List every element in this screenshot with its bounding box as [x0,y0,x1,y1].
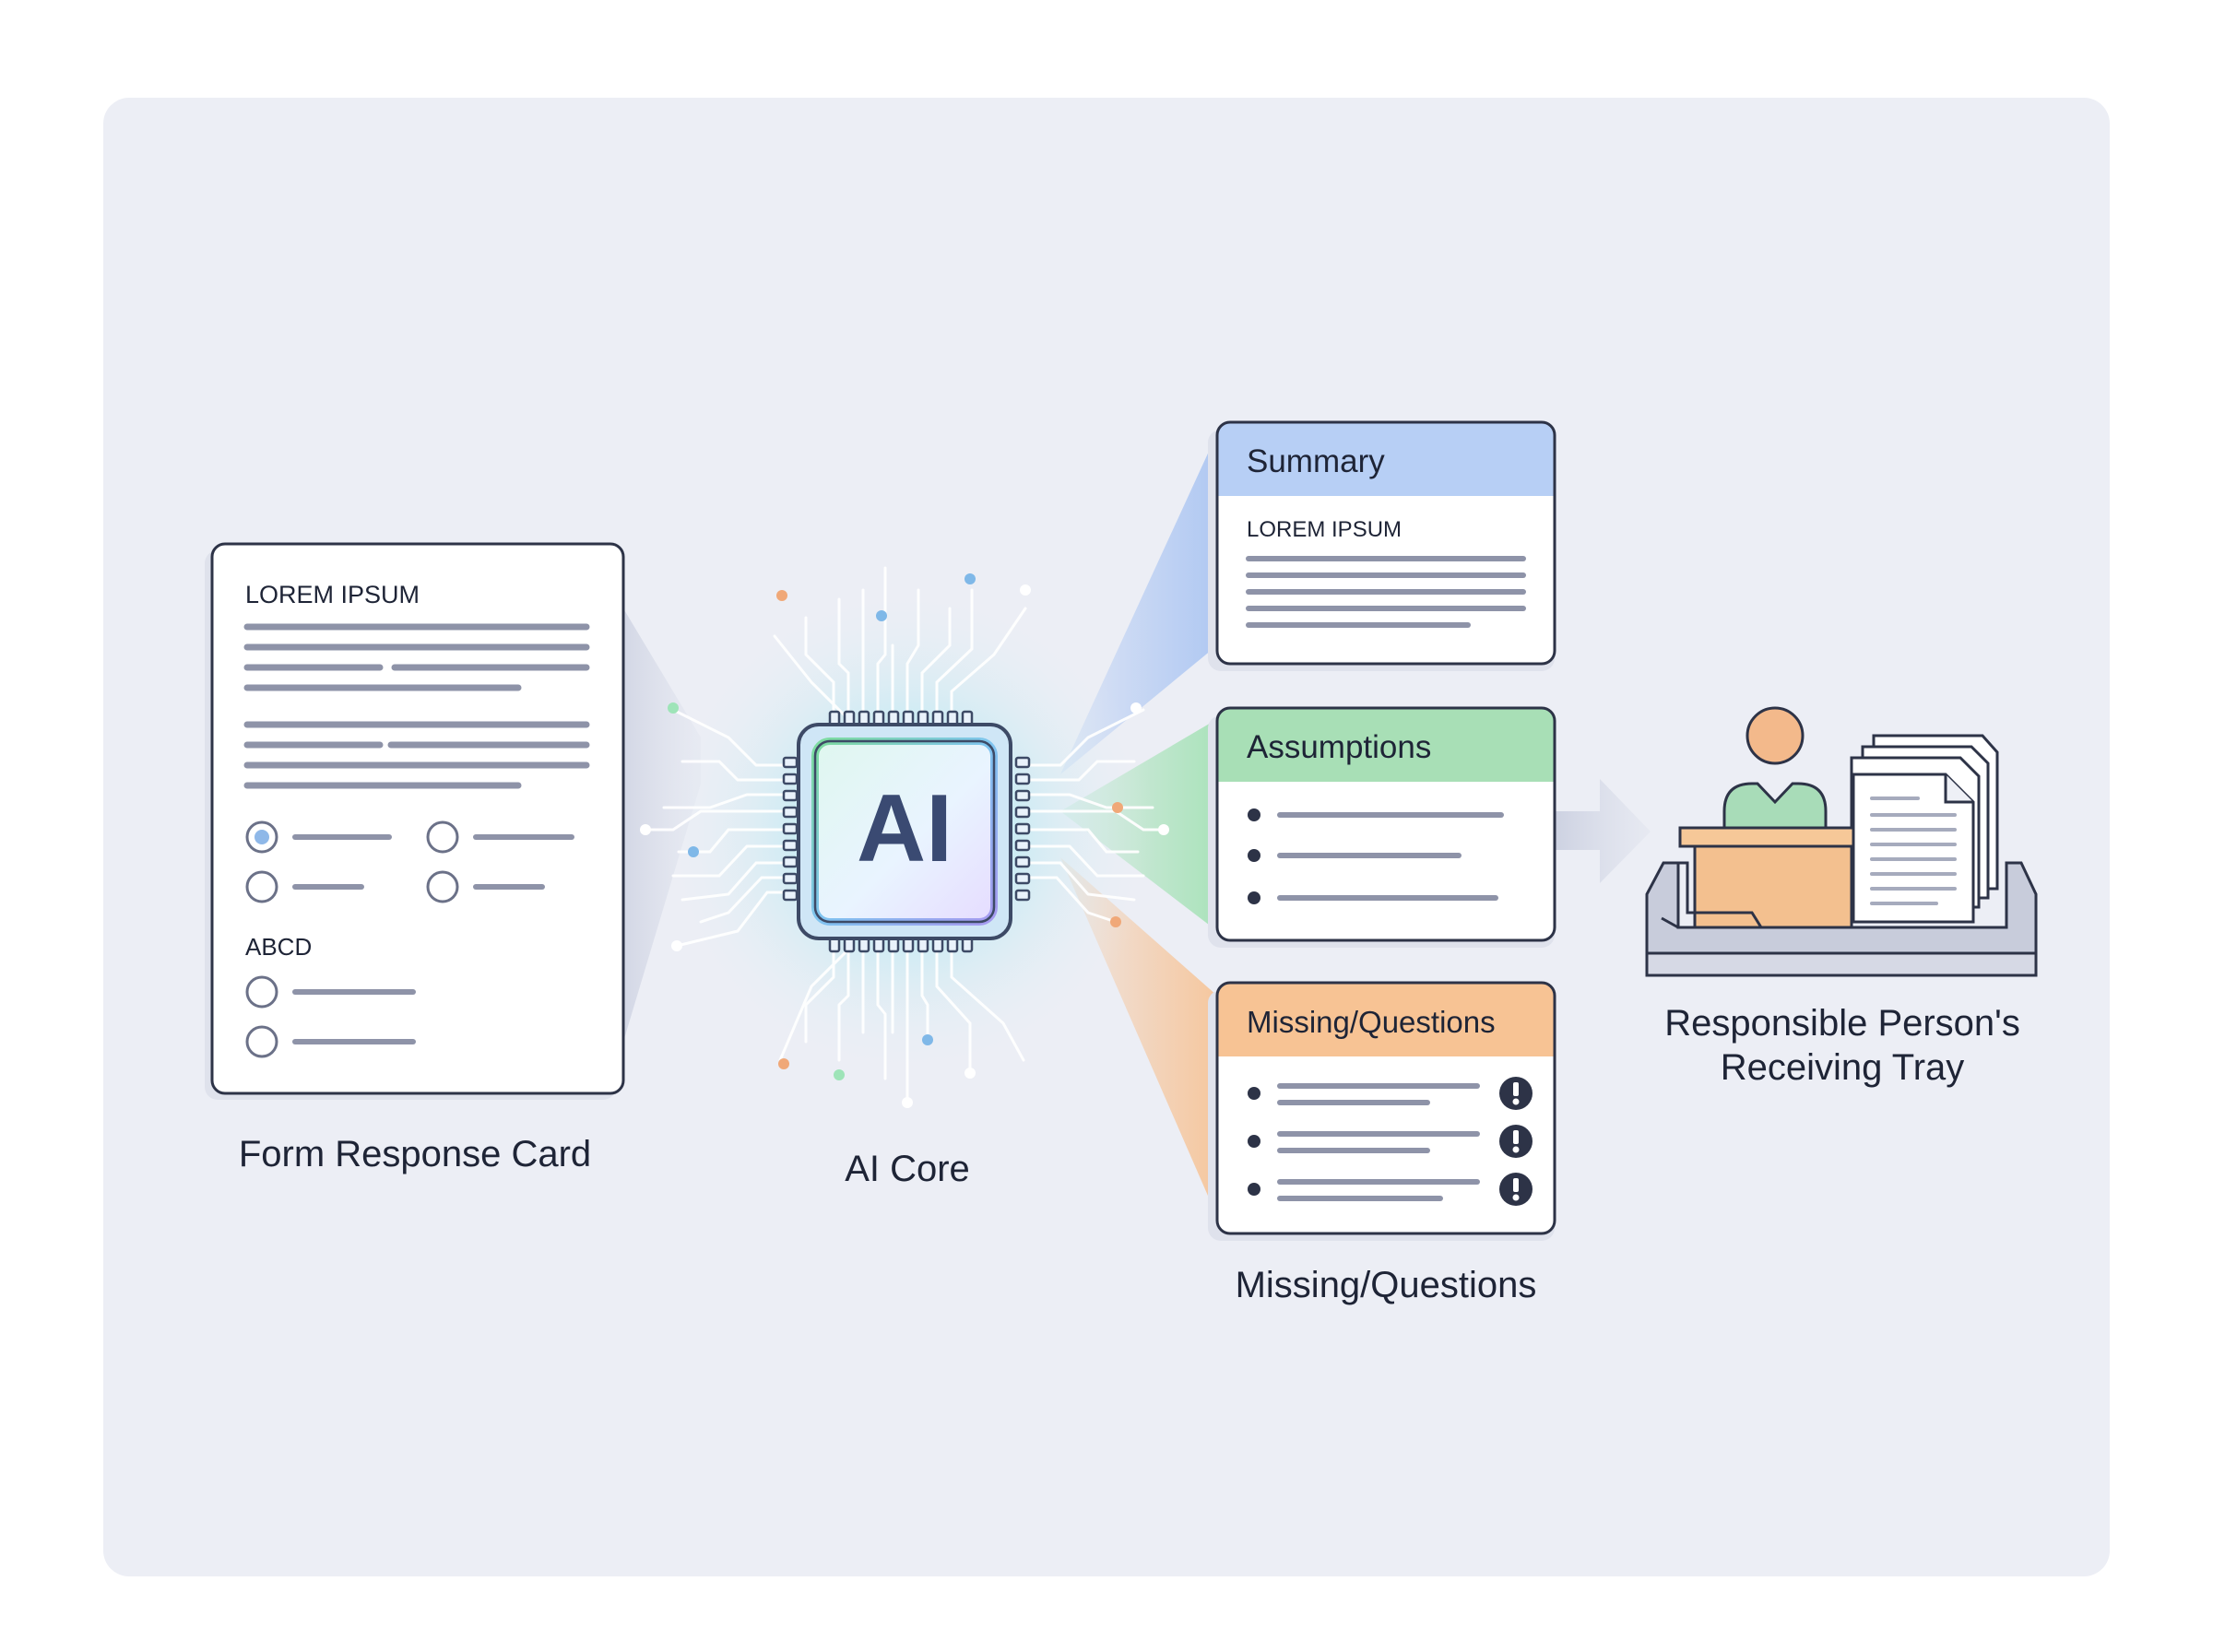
tray-icon [1645,861,2038,977]
summary-text-lines [1246,556,1526,628]
radio-option[interactable] [426,820,459,854]
assumptions-title: Assumptions [1247,729,1431,765]
radio-group-2 [245,975,416,1058]
questions-items [1248,1083,1480,1201]
radio-group-1 [245,820,574,903]
radio-option[interactable] [245,870,278,903]
radio-option[interactable] [245,975,278,1009]
radio-option[interactable] [426,870,459,903]
questions-title: Missing/Questions [1247,1005,1496,1039]
summary-card: Summary LOREM IPSUM [1208,420,1556,671]
alert-icon [1499,1125,1533,1158]
ai-core-caption: AI Core [845,1149,970,1189]
missing-questions-card: Missing/Questions [1208,981,1556,1241]
documents-icon [1850,734,1999,924]
summary-title: Summary [1247,443,1385,479]
tray-caption-line1: Responsible Person's [1664,1003,2020,1044]
form-response-card: LOREM IPSUM ABCD [205,542,625,1100]
circuit-nodes [640,573,1169,1108]
assumptions-card: Assumptions [1208,706,1556,948]
person-icon [1722,706,1828,837]
questions-header [1217,983,1555,1056]
assumptions-bullets [1248,808,1504,904]
chip-label: AI [857,775,953,882]
alert-icon [1499,1077,1533,1110]
tray-caption-line2: Receiving Tray [1720,1047,1965,1088]
form-section-label: ABCD [245,933,312,961]
output-arrow [1555,779,1651,883]
receiving-tray [1645,706,2038,977]
alert-icon [1499,1173,1533,1206]
form-text-lines [243,623,590,789]
summary-header [1217,422,1555,496]
form-card-caption: Form Response Card [238,1134,592,1174]
radio-option[interactable] [245,1025,278,1058]
questions-caption: Missing/Questions [1235,1265,1537,1305]
summary-heading: LOREM IPSUM [1247,517,1402,542]
form-heading: LOREM IPSUM [245,581,420,608]
circuit-traces [644,566,1166,1108]
assumptions-header [1217,708,1555,782]
ai-core: AI [640,566,1169,1108]
